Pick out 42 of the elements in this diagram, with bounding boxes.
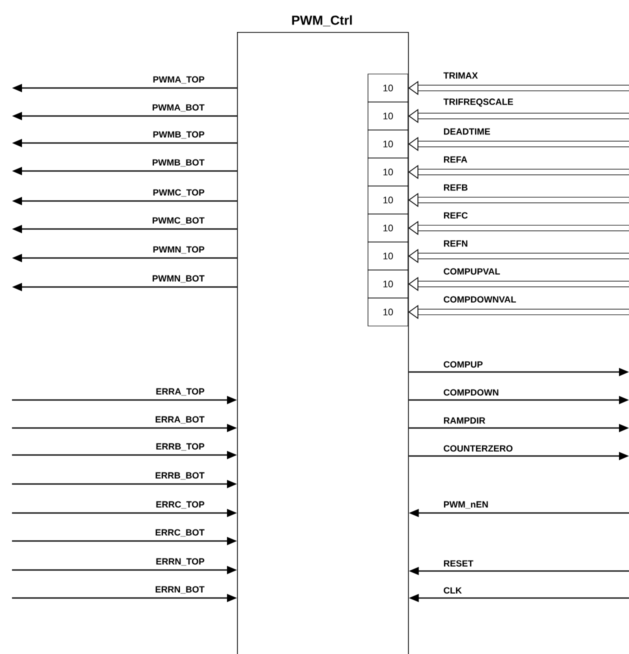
signal-label: TRIMAX [442,71,479,80]
bus-width-box: 10 [368,270,408,298]
signal-label: PWMB_TOP [152,130,206,140]
bus-width-box: 10 [368,214,408,242]
signal-label: REFC [442,211,469,220]
bus-width-box: 10 [368,158,408,186]
signal-label: RESET [442,559,474,568]
signal-label: REFA [442,155,468,164]
signal-label: PWMN_TOP [152,245,206,255]
signal-label: ERRN_TOP [154,557,206,567]
signal-label: COMPUPVAL [442,267,502,276]
signal-label: REFN [442,239,469,248]
bus-width-box: 10 [368,74,408,102]
signal-label: COMPDOWN [442,388,500,397]
signal-label: CLK [442,586,463,595]
signal-label: COMPDOWNVAL [442,295,518,304]
signal-label: ERRN_BOT [154,585,206,595]
bus-width-box: 10 [368,130,408,158]
signal-label: PWMN_BOT [151,274,206,284]
signal-label: DEADTIME [442,127,492,136]
signal-label: TRIFREQSCALE [442,98,514,108]
bus-width-box: 10 [368,298,408,326]
signal-label: COUNTERZERO [442,444,514,453]
signal-label: ERRB_BOT [154,471,206,481]
signal-label: COMPUP [442,360,484,369]
bus-width-box: 10 [368,242,408,270]
signal-label: PWMA_BOT [151,103,206,113]
signal-label: PWM_nEN [442,500,490,510]
signal-label: ERRA_BOT [154,415,206,425]
signal-label: RAMPDIR [442,416,486,425]
signal-label: PWMA_TOP [152,75,206,85]
signal-label: REFB [442,183,469,192]
signal-label: ERRC_TOP [154,500,206,510]
signal-label: PWMB_BOT [151,158,206,168]
signal-label: ERRA_TOP [154,387,206,397]
bus-width-box: 10 [368,102,408,130]
bus-width-box: 10 [368,186,408,214]
signal-label: ERRB_TOP [154,442,206,452]
node-label: PWM_Ctrl [292,15,352,26]
signal-label: PWMC_TOP [152,188,206,198]
signal-label: PWMC_BOT [151,216,206,226]
signal-label: ERRC_BOT [154,528,206,538]
